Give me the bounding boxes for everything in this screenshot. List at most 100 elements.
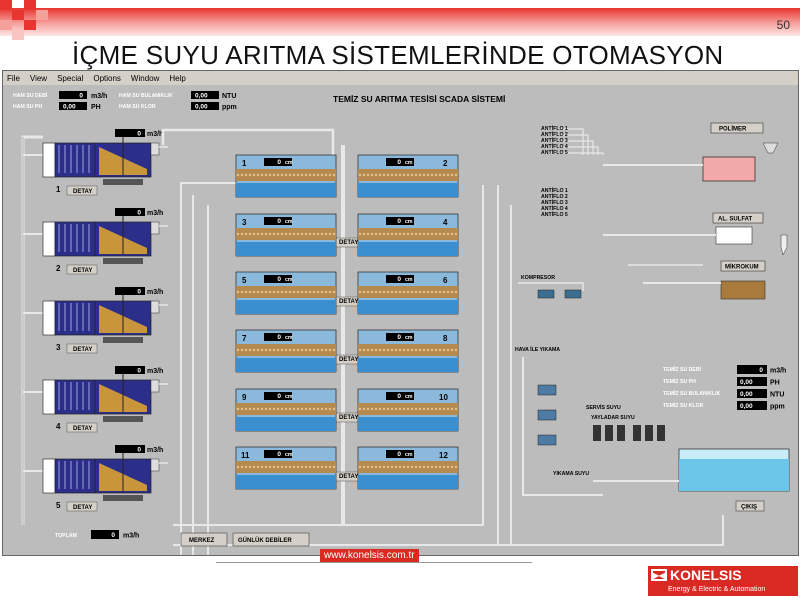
scada-mimic: TEMİZ SU ARITMA TESİSİ SCADA SİSTEMİ HAM… (13, 91, 790, 555)
menu-special[interactable]: Special (57, 73, 84, 83)
clarifier-detay-button[interactable] (66, 185, 98, 196)
clarifier-unit (23, 453, 168, 501)
filter-bank (235, 154, 459, 490)
menu-view[interactable]: View (29, 73, 48, 83)
alum-tank (715, 226, 753, 245)
raw-flow-value: 0 (79, 93, 83, 100)
svg-text:0: 0 (397, 393, 401, 400)
svg-text:8: 8 (443, 334, 448, 343)
menu-window[interactable]: Window (130, 73, 160, 83)
svg-text:HAVA İLE YIKAMA: HAVA İLE YIKAMA (515, 346, 560, 353)
footer-url[interactable]: www.konelsis.com.tr (320, 549, 419, 562)
svg-text:11: 11 (241, 451, 250, 460)
clarifier-detay-button[interactable] (66, 501, 98, 512)
svg-text:0: 0 (137, 210, 141, 217)
svg-text:PH: PH (770, 380, 780, 387)
raw-chlor-label: HAM SU KLOR (119, 104, 156, 110)
header-bar (0, 8, 800, 36)
svg-text:cm: cm (285, 277, 293, 283)
svg-text:3: 3 (242, 218, 247, 227)
svg-text:0: 0 (397, 276, 401, 283)
filter-labels: 1 2 0 cm 0 cm DETAY 3 4 0 cm 0 cm DETAY … (241, 159, 448, 480)
svg-text:SERVİS SUYU: SERVİS SUYU (586, 404, 621, 411)
svg-text:ppm: ppm (770, 404, 785, 411)
svg-text:ANTİFLO 1: ANTİFLO 1 (541, 187, 568, 194)
scada-title: TEMİZ SU ARITMA TESİSİ SCADA SİSTEMİ (333, 94, 505, 104)
svg-text:12: 12 (439, 451, 448, 460)
svg-text:ANTİFLO 3: ANTİFLO 3 (541, 199, 568, 206)
raw-ph-value: 0,00 (63, 104, 76, 111)
raw-turb-box (191, 91, 219, 99)
svg-text:DETAY: DETAY (339, 357, 358, 363)
svg-text:DETAY: DETAY (73, 426, 92, 432)
svg-text:DETAY: DETAY (339, 299, 358, 305)
raw-turb-value: 0,00 (195, 93, 208, 100)
svg-text:cm: cm (405, 394, 413, 400)
svg-text:0: 0 (397, 334, 401, 341)
service-pumps (593, 425, 665, 441)
svg-text:0: 0 (277, 451, 281, 458)
svg-text:0,00: 0,00 (740, 403, 753, 410)
checker-logo (0, 0, 48, 40)
microsand-tank (720, 280, 766, 300)
svg-text:cm: cm (285, 160, 293, 166)
polymer-label: POLİMER (719, 126, 747, 133)
clarifier-unit-text: m3/h (147, 131, 163, 138)
svg-text:cm: cm (405, 160, 413, 166)
svg-text:0: 0 (137, 289, 141, 296)
svg-text:m3/h: m3/h (147, 447, 163, 454)
menu-help[interactable]: Help (169, 73, 186, 83)
svg-text:DETAY: DETAY (339, 415, 358, 421)
raw-ph-label: HAM SU PH (13, 104, 42, 110)
svg-text:ANTİFLO 1: ANTİFLO 1 (541, 125, 568, 132)
svg-text:DETAY: DETAY (73, 268, 92, 274)
merkez-button[interactable] (180, 532, 228, 547)
menu-file[interactable]: File (7, 73, 20, 83)
compressor: KOMPRESOR (518, 275, 584, 299)
clarifier-labels: 1 0 m3/h DETAY 2 0 m3/h DETAY 3 0 m3/h D… (56, 129, 163, 512)
svg-text:ANTİFLO 4: ANTİFLO 4 (541, 143, 568, 150)
svg-text:2: 2 (443, 159, 448, 168)
raw-ph-unit: PH (91, 104, 101, 111)
clarifier-unit (23, 295, 168, 343)
clarifier-detay-button[interactable] (66, 264, 98, 275)
daily-flows-button[interactable] (232, 532, 310, 547)
svg-text:DETAY: DETAY (339, 240, 358, 246)
raw-flow-box (59, 91, 87, 99)
svg-text:0: 0 (277, 276, 281, 283)
washing-section: HAVA İLE YIKAMA SERVİS SUYU YAYLADAR SUY… (515, 346, 665, 496)
svg-text:m3/h: m3/h (147, 210, 163, 217)
svg-text:2: 2 (56, 264, 61, 273)
svg-text:GÜNLÜK DEBİLER: GÜNLÜK DEBİLER (238, 537, 292, 544)
svg-text:ANTİFLO 5: ANTİFLO 5 (541, 211, 568, 218)
svg-text:ANTİFLO 4: ANTİFLO 4 (541, 205, 568, 212)
raw-chlor-box (191, 102, 219, 110)
svg-text:TEMİZ SU BULANIKLIK: TEMİZ SU BULANIKLIK (663, 390, 721, 397)
clarifier-detay-button[interactable] (66, 422, 98, 433)
raw-turb-label: HAM SU BULANIKLIK (119, 93, 173, 99)
svg-text:4: 4 (443, 218, 448, 227)
page-number: 50 (776, 18, 790, 32)
menu-options[interactable]: Options (93, 73, 121, 83)
svg-text:DETAY: DETAY (73, 347, 92, 353)
footer-divider (216, 562, 532, 563)
raw-turb-unit: NTU (222, 93, 236, 100)
svg-text:0: 0 (277, 218, 281, 225)
exit-button[interactable] (735, 500, 765, 512)
svg-text:7: 7 (242, 334, 247, 343)
svg-text:KOMPRESOR: KOMPRESOR (521, 275, 555, 281)
svg-text:0: 0 (397, 218, 401, 225)
svg-text:0: 0 (137, 368, 141, 375)
svg-text:DETAY: DETAY (339, 474, 358, 480)
svg-text:5: 5 (56, 501, 61, 510)
svg-text:DETAY: DETAY (73, 189, 92, 195)
svg-text:TEMİZ SU KLOR: TEMİZ SU KLOR (663, 402, 704, 409)
polymer-dosing: POLİMER ANTİFLO 1 ANTİFLO 2 ANTİFLO 3 AN… (541, 122, 779, 182)
svg-text:m3/h: m3/h (123, 533, 139, 540)
clarifier-flow: 0 (137, 131, 141, 138)
svg-text:ANTİFLO 2: ANTİFLO 2 (541, 193, 568, 200)
clarifier-num: 1 (56, 185, 61, 194)
svg-text:m3/h: m3/h (147, 368, 163, 375)
clarifier-detay-button[interactable] (66, 343, 98, 354)
svg-text:MERKEZ: MERKEZ (189, 538, 215, 544)
